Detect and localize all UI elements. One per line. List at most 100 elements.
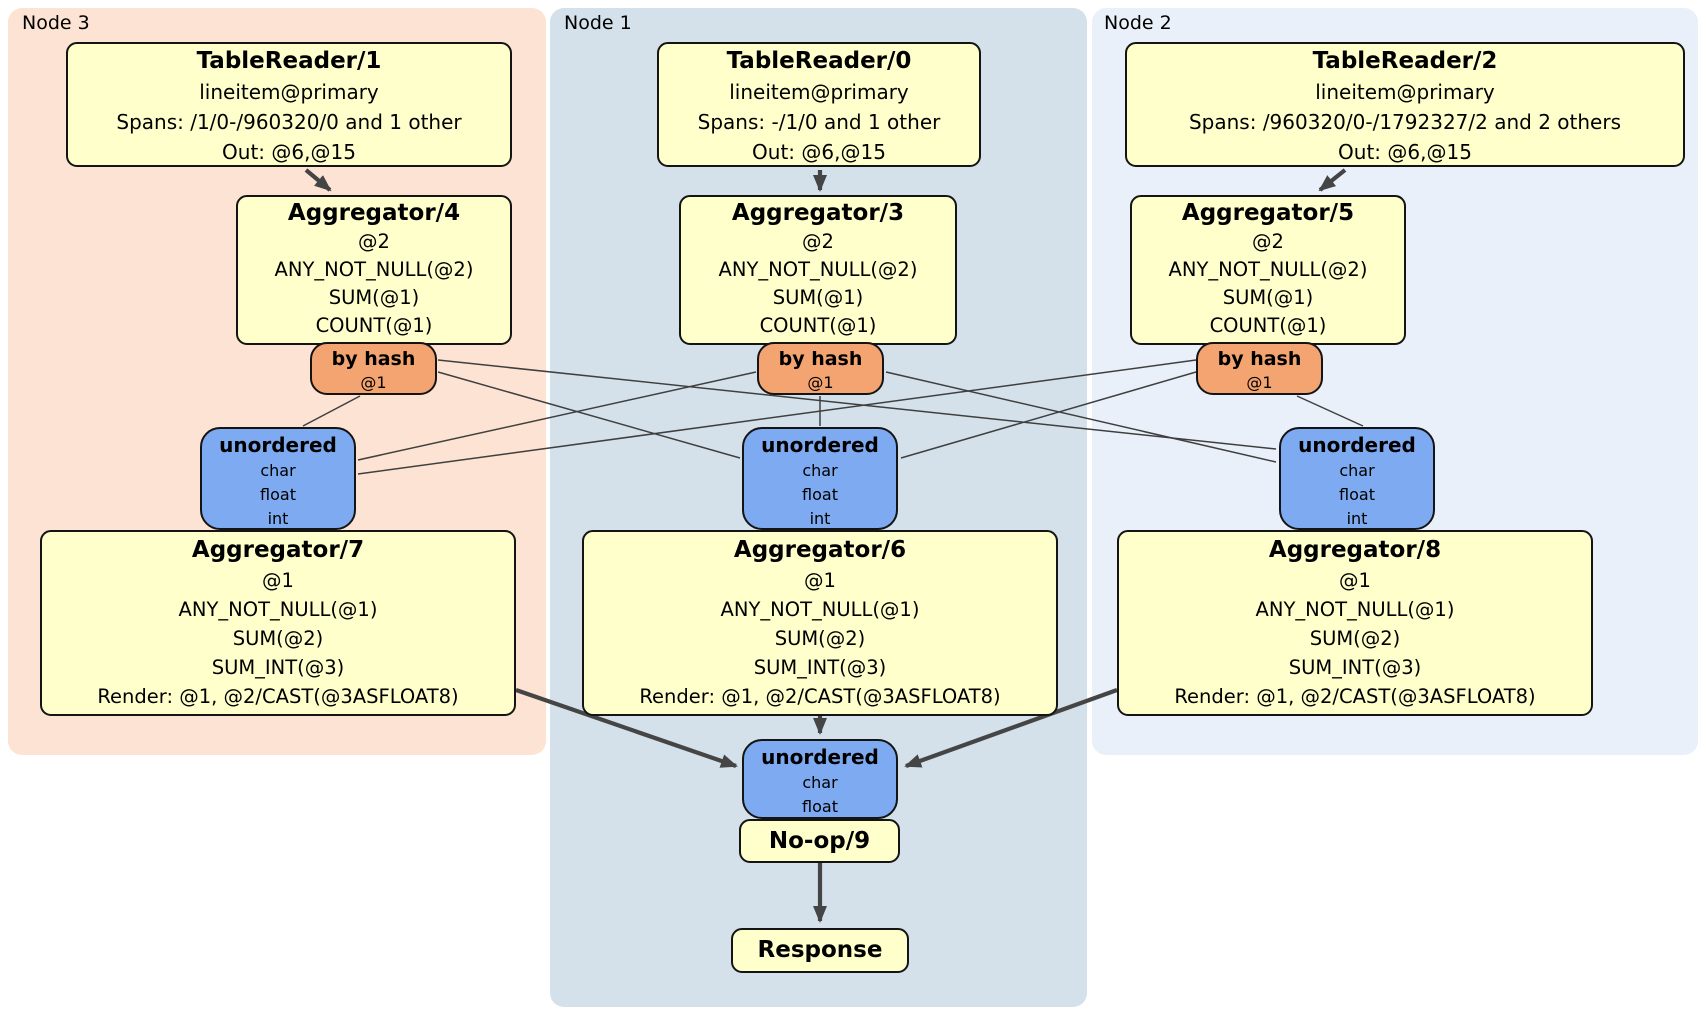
box-line: @1 bbox=[804, 569, 836, 592]
box-line: lineitem@primary bbox=[729, 80, 909, 104]
box-line: ANY_NOT_NULL(@2) bbox=[1168, 258, 1368, 281]
box-line: SUM_INT(@3) bbox=[211, 656, 345, 679]
processor-noop-9: No-op/9 bbox=[739, 819, 900, 863]
box-line: Out: @6,@15 bbox=[1338, 140, 1472, 164]
box-line: SUM_INT(@3) bbox=[1288, 656, 1422, 679]
sync-column: char bbox=[802, 461, 838, 480]
processor-tablereader-1: TableReader/1 lineitem@primary Spans: /1… bbox=[66, 42, 512, 167]
box-title: Aggregator/5 bbox=[1181, 200, 1355, 226]
sync-column: int bbox=[267, 509, 289, 528]
box-line: lineitem@primary bbox=[1315, 80, 1495, 104]
arrow-tr2-agg5 bbox=[1318, 168, 1347, 192]
stream-hash3-sync3 bbox=[302, 395, 361, 427]
box-title: TableReader/2 bbox=[1312, 48, 1498, 74]
box-line: Render: @1, @2/CAST(@3ASFLOAT8) bbox=[97, 685, 459, 708]
sync-column: char bbox=[1339, 461, 1375, 480]
sync-title: unordered bbox=[761, 745, 879, 769]
box-title: Aggregator/8 bbox=[1268, 537, 1442, 563]
box-title: Aggregator/6 bbox=[733, 537, 907, 563]
box-line: COUNT(@1) bbox=[315, 314, 433, 337]
box-line: ANY_NOT_NULL(@2) bbox=[274, 258, 474, 281]
box-title: TableReader/0 bbox=[726, 48, 912, 74]
box-title: TableReader/1 bbox=[196, 48, 382, 74]
sync-unordered-final: unordered char float bbox=[742, 739, 898, 819]
arrow-agg7-finalsync bbox=[515, 688, 738, 768]
box-line: SUM(@2) bbox=[1309, 627, 1401, 650]
box-line: SUM(@2) bbox=[774, 627, 866, 650]
node3-label: Node 3 bbox=[22, 12, 90, 34]
box-line: ANY_NOT_NULL(@1) bbox=[178, 598, 378, 621]
sync-unordered-node3: unordered char float int bbox=[200, 427, 356, 530]
sync-column: int bbox=[809, 509, 831, 528]
box-line: @1 bbox=[1339, 569, 1371, 592]
stream-hash1-sync3 bbox=[357, 371, 757, 461]
box-line: SUM(@2) bbox=[232, 627, 324, 650]
box-line: SUM(@1) bbox=[772, 286, 864, 309]
response-box: Response bbox=[731, 928, 909, 973]
box-line: Out: @6,@15 bbox=[752, 140, 886, 164]
sync-unordered-node2: unordered char float int bbox=[1279, 427, 1435, 530]
box-line: SUM_INT(@3) bbox=[753, 656, 887, 679]
box-title: No-op/9 bbox=[768, 828, 871, 854]
router-by-hash-node2: by hash @1 bbox=[1196, 342, 1323, 395]
box-title: Aggregator/3 bbox=[731, 200, 905, 226]
sync-column: char bbox=[260, 461, 296, 480]
box-line: ANY_NOT_NULL(@1) bbox=[1255, 598, 1455, 621]
box-line: COUNT(@1) bbox=[759, 314, 877, 337]
box-line: Spans: /960320/0-/1792327/2 and 2 others bbox=[1188, 110, 1621, 134]
sync-column: float bbox=[802, 797, 838, 816]
stream-hash2-sync3 bbox=[357, 359, 1197, 475]
box-line: COUNT(@1) bbox=[1209, 314, 1327, 337]
sync-column: float bbox=[1339, 485, 1375, 504]
router-by-hash-node1: by hash @1 bbox=[757, 342, 884, 395]
box-line: @1 bbox=[262, 569, 294, 592]
box-line: @2 bbox=[802, 230, 834, 253]
box-title: Aggregator/4 bbox=[287, 200, 461, 226]
sync-title: unordered bbox=[761, 433, 879, 457]
stream-hash2-sync2 bbox=[1296, 395, 1364, 427]
sync-unordered-node1: unordered char float int bbox=[742, 427, 898, 530]
box-line: SUM(@1) bbox=[1222, 286, 1314, 309]
box-title: Aggregator/7 bbox=[191, 537, 365, 563]
sync-column: char bbox=[802, 773, 838, 792]
box-line: Spans: -/1/0 and 1 other bbox=[697, 110, 941, 134]
box-line: lineitem@primary bbox=[199, 80, 379, 104]
sync-column: int bbox=[1346, 509, 1368, 528]
arrow-tr1-agg4 bbox=[304, 168, 332, 192]
sync-column: float bbox=[802, 485, 838, 504]
box-line: Render: @1, @2/CAST(@3ASFLOAT8) bbox=[1174, 685, 1536, 708]
box-line: Spans: /1/0-/960320/0 and 1 other bbox=[116, 110, 462, 134]
processor-tablereader-2: TableReader/2 lineitem@primary Spans: /9… bbox=[1125, 42, 1685, 167]
processor-aggregator-5: Aggregator/5 @2 ANY_NOT_NULL(@2) SUM(@1)… bbox=[1130, 195, 1406, 345]
box-line: ANY_NOT_NULL(@2) bbox=[718, 258, 918, 281]
stream-hash3-sync2 bbox=[437, 359, 1277, 450]
router-by-hash-node3: by hash @1 bbox=[310, 342, 437, 395]
router-title: by hash bbox=[778, 348, 863, 370]
processor-tablereader-0: TableReader/0 lineitem@primary Spans: -/… bbox=[657, 42, 981, 167]
node2-label: Node 2 bbox=[1104, 12, 1172, 34]
box-line: @2 bbox=[358, 230, 390, 253]
box-line: Render: @1, @2/CAST(@3ASFLOAT8) bbox=[639, 685, 1001, 708]
router-key: @1 bbox=[360, 373, 387, 392]
processor-aggregator-6: Aggregator/6 @1 ANY_NOT_NULL(@1) SUM(@2)… bbox=[582, 530, 1058, 716]
router-key: @1 bbox=[807, 373, 834, 392]
router-title: by hash bbox=[1217, 348, 1302, 370]
processor-aggregator-3: Aggregator/3 @2 ANY_NOT_NULL(@2) SUM(@1)… bbox=[679, 195, 957, 345]
sync-title: unordered bbox=[1298, 433, 1416, 457]
processor-aggregator-4: Aggregator/4 @2 ANY_NOT_NULL(@2) SUM(@1)… bbox=[236, 195, 512, 345]
sync-column: float bbox=[260, 485, 296, 504]
sync-title: unordered bbox=[219, 433, 337, 457]
box-line: ANY_NOT_NULL(@1) bbox=[720, 598, 920, 621]
processor-aggregator-8: Aggregator/8 @1 ANY_NOT_NULL(@1) SUM(@2)… bbox=[1117, 530, 1593, 716]
arrow-agg8-finalsync bbox=[904, 688, 1118, 768]
box-line: Out: @6,@15 bbox=[222, 140, 356, 164]
router-title: by hash bbox=[331, 348, 416, 370]
processor-aggregator-7: Aggregator/7 @1 ANY_NOT_NULL(@1) SUM(@2)… bbox=[40, 530, 516, 716]
box-line: SUM(@1) bbox=[328, 286, 420, 309]
stream-hash2-sync1 bbox=[900, 371, 1197, 459]
box-line: @2 bbox=[1252, 230, 1284, 253]
router-key: @1 bbox=[1246, 373, 1273, 392]
node1-label: Node 1 bbox=[564, 12, 632, 34]
box-title: Response bbox=[757, 937, 883, 963]
